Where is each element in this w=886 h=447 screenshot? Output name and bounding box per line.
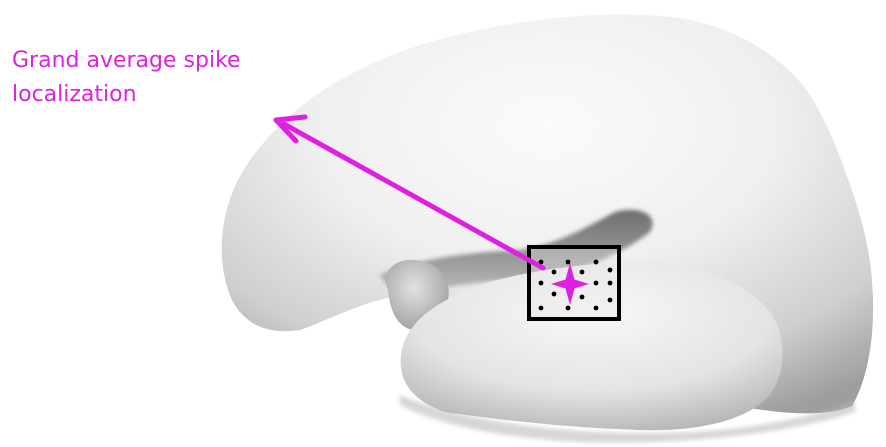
electrode-dot — [608, 298, 613, 303]
electrode-dot — [594, 260, 599, 265]
annotation-label: Grand average spike localization — [12, 44, 312, 112]
electrode-dot — [608, 281, 613, 286]
electrode-dot — [608, 268, 613, 273]
electrode-dot — [552, 270, 557, 275]
electrode-dot — [552, 292, 557, 297]
electrode-dot — [566, 260, 571, 265]
electrode-dot — [566, 306, 571, 311]
electrode-dot — [539, 306, 544, 311]
electrode-dot — [580, 270, 585, 275]
electrode-dot — [594, 306, 599, 311]
electrode-dot — [594, 281, 599, 286]
electrode-dot — [580, 295, 585, 300]
electrode-dot — [539, 281, 544, 286]
